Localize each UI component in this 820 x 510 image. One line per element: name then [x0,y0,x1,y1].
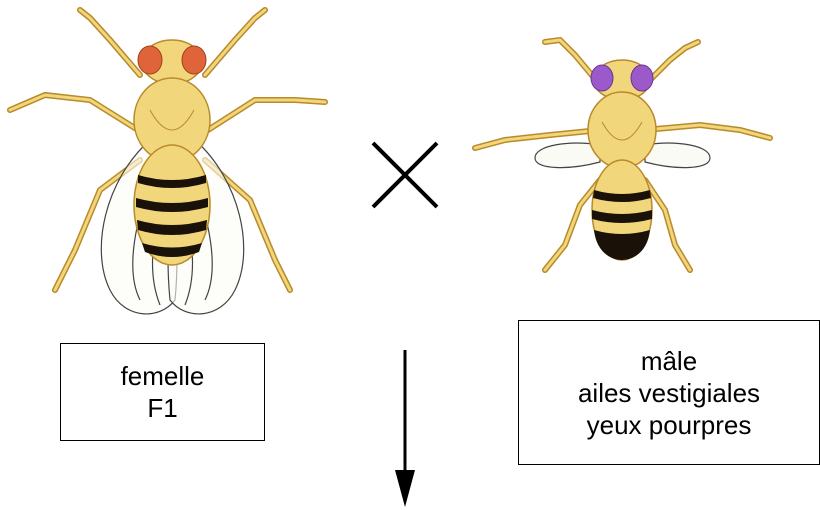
male-right-eye [631,65,653,91]
male-left-eye [591,65,613,91]
female-left-eye [138,46,162,74]
male-label-line2: ailes vestigiales [578,377,760,409]
down-arrow-icon [385,345,425,510]
female-label-line2: F1 [147,392,177,424]
cross-symbol [365,135,445,215]
female-right-eye [182,46,206,74]
female-label-box: femelle F1 [60,343,265,441]
male-label-line3: yeux pourpres [587,409,752,441]
male-label-line1: mâle [641,345,697,377]
male-fly-illustration [460,30,780,290]
male-label-box: mâle ailes vestigiales yeux pourpres [518,320,820,465]
female-label-line1: femelle [121,360,205,392]
female-fly-illustration [0,0,340,330]
